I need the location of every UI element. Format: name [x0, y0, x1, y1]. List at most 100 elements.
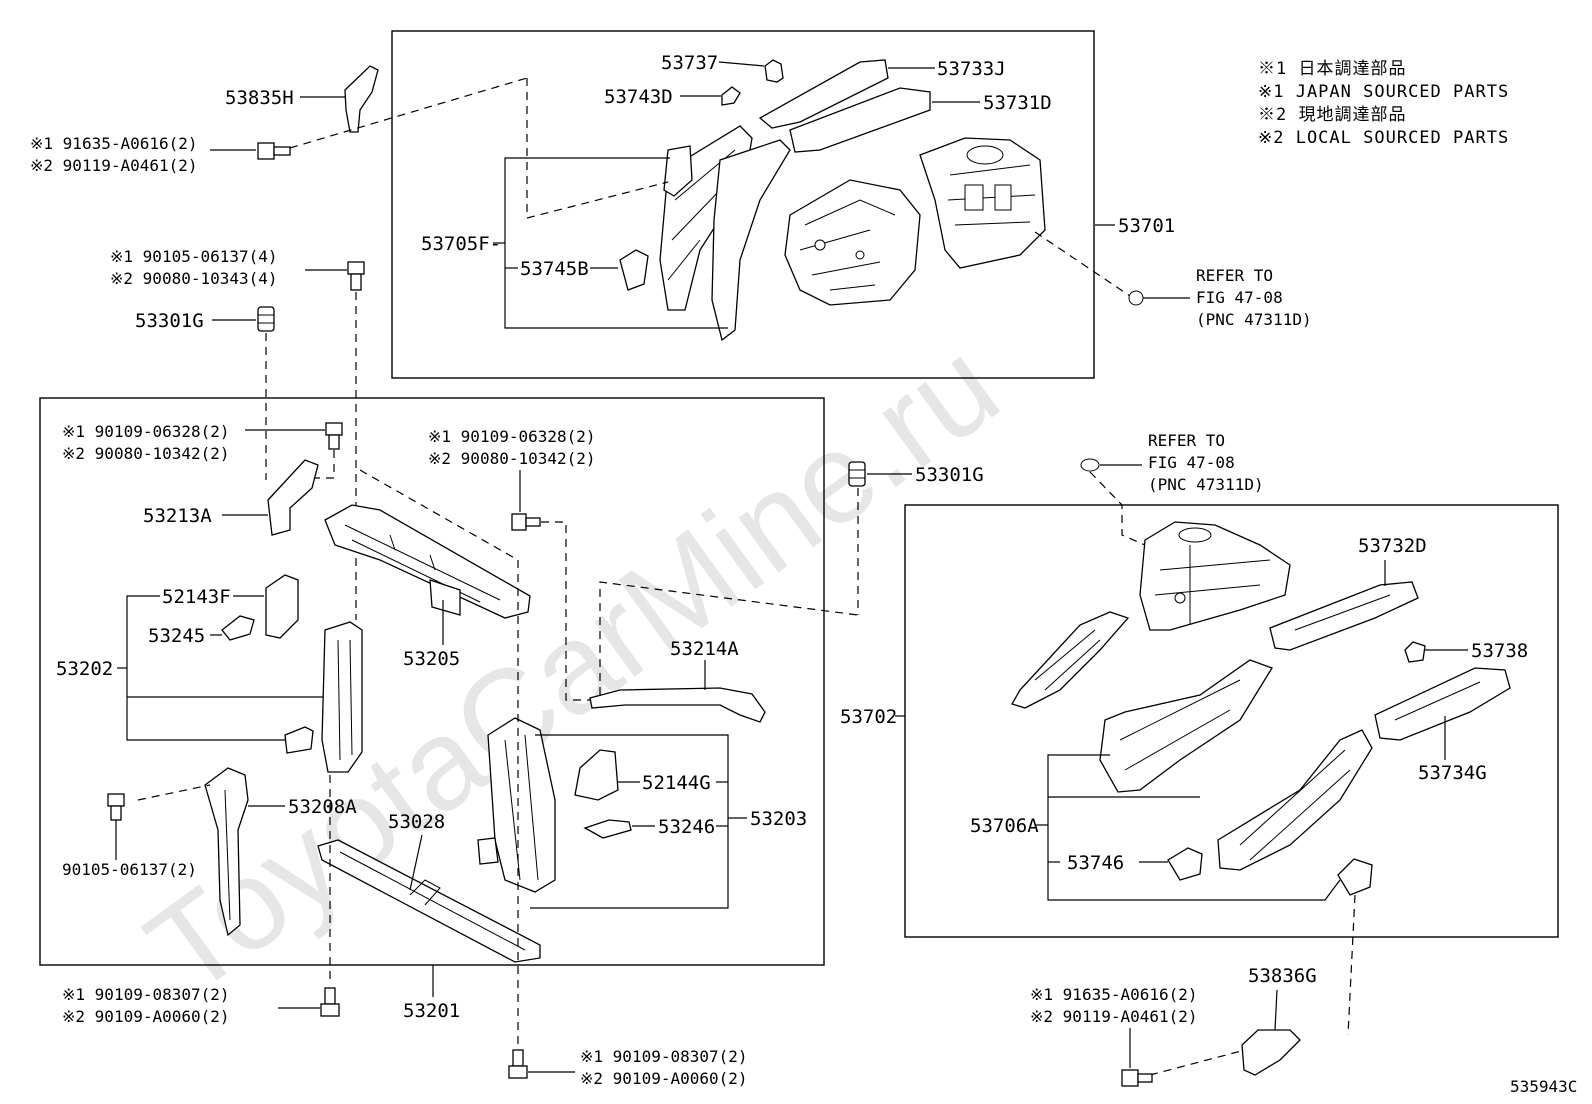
- bolt-label-91635: ※1 91635-A0616(2): [30, 134, 198, 153]
- part-label-53733j: 53733J: [937, 58, 1006, 80]
- wheelhouse-assembly: [784, 179, 921, 306]
- bolt-icon: [107, 793, 125, 821]
- part-label-53203: 53203: [750, 808, 807, 830]
- part-label-53028: 53028: [388, 811, 445, 833]
- bolt-label-90080-10342-a: ※2 90080-10342(2): [62, 444, 230, 463]
- bolt-label-90105-06137-2: 90105-06137(2): [62, 860, 197, 879]
- apron-outer-panel: [711, 139, 791, 342]
- nut-icon: [1080, 458, 1100, 472]
- part-label-53705f: 53705F-: [421, 233, 501, 255]
- bracket-53245: [221, 615, 255, 641]
- part-label-53702: 53702: [840, 706, 897, 728]
- bracket-53835h: [344, 65, 379, 133]
- part-label-52143f: 52143F: [162, 586, 231, 608]
- part-label-53201: 53201: [403, 1000, 460, 1022]
- part-label-53213a: 53213A: [143, 505, 212, 527]
- refer-pnc-right: (PNC 47311D): [1148, 475, 1264, 494]
- bracket-52144g: [574, 749, 619, 801]
- diagram-id: 535943C: [1510, 1077, 1577, 1096]
- bracket-53743d: [721, 86, 741, 106]
- rail-53731d: [789, 87, 931, 153]
- part-label-52144g: 52144G: [642, 772, 711, 794]
- bolt-label-90080: ※2 90080-10343(4): [110, 269, 278, 288]
- lower-member-right: [1217, 729, 1373, 871]
- part-label-53836g: 53836G: [1248, 965, 1317, 987]
- bolt-label-90105: ※1 90105-06137(4): [110, 247, 278, 266]
- legend-line-2: ※1 JAPAN SOURCED PARTS: [1258, 82, 1509, 102]
- legend-line-1: ※1 日本調達部品: [1258, 59, 1406, 79]
- part-label-53701: 53701: [1118, 215, 1175, 237]
- refer-fig-top: FIG 47-08: [1196, 288, 1283, 307]
- part-label-53732d: 53732D: [1358, 535, 1427, 557]
- bolt-icon: [347, 261, 365, 291]
- bolt-icon: [325, 422, 343, 450]
- suspension-tower-right: [1139, 521, 1291, 631]
- rail-53732d: [1269, 581, 1419, 651]
- bolt-label-90109-A0060-b: ※2 90109-A0060(2): [580, 1069, 748, 1088]
- bracket-53836g: [1241, 1029, 1301, 1076]
- legend-line-4: ※2 LOCAL SOURCED PARTS: [1258, 128, 1509, 148]
- part-label-53245: 53245: [148, 625, 205, 647]
- refer-pnc-top: (PNC 47311D): [1196, 310, 1312, 329]
- part-label-53745b: 53745B: [520, 258, 589, 280]
- part-label-53738: 53738: [1471, 640, 1528, 662]
- part-label-53205: 53205: [403, 648, 460, 670]
- part-label-53835h: 53835H: [225, 87, 294, 109]
- bolt-label-90109-08307-b: ※1 90109-08307(2): [580, 1047, 748, 1066]
- part-label-53734g: 53734G: [1418, 762, 1487, 784]
- group-box-53201: [39, 397, 825, 966]
- group-box-53702: [904, 504, 1559, 938]
- group-box-53701: [391, 30, 1095, 379]
- bolt-label-90119: ※2 90119-A0461(2): [30, 156, 198, 175]
- nut-icon: [1128, 290, 1144, 306]
- clip-53737: [764, 59, 784, 83]
- apron-center-right: [1099, 659, 1273, 793]
- rail-53733j: [758, 59, 889, 129]
- bolt-icon: [508, 1049, 528, 1079]
- bolt-label-90109-06328-a: ※1 90109-06328(2): [62, 422, 230, 441]
- bracket-small-left: [284, 726, 314, 754]
- part-label-53301g-left: 53301G: [135, 310, 204, 332]
- part-label-53746: 53746: [1067, 852, 1124, 874]
- bracket-small-right: [1337, 858, 1373, 896]
- tab-plate: [477, 837, 499, 865]
- part-label-53706a: 53706A: [970, 815, 1039, 837]
- center-brace: [429, 579, 461, 616]
- support-vertical-right: [487, 717, 556, 893]
- support-vertical-left: [321, 621, 363, 773]
- bracket-52143f: [265, 574, 299, 639]
- bolt-label-90109-08307-a: ※1 90109-08307(2): [62, 985, 230, 1004]
- bracket-53746: [1167, 847, 1203, 881]
- grommet-icon: [848, 461, 866, 487]
- bolt-label-90080-10342-b: ※2 90080-10342(2): [428, 449, 596, 468]
- bolt-label-90119-right: ※2 90119-A0461(2): [1030, 1007, 1198, 1026]
- part-label-53743d: 53743D: [604, 86, 673, 108]
- part-label-53731d: 53731D: [983, 92, 1052, 114]
- legend-line-3: ※2 現地調達部品: [1258, 105, 1406, 125]
- support-53208a: [204, 767, 249, 937]
- refer-fig-right: FIG 47-08: [1148, 453, 1235, 472]
- refer-text-top: REFER TO: [1196, 266, 1273, 285]
- bracket-53213a: [267, 459, 319, 536]
- watermark: ToyotaCarMine.ru: [122, 313, 1023, 1022]
- bolt-icon: [320, 987, 340, 1017]
- bolt-icon: [257, 142, 291, 160]
- bolt-icon: [511, 513, 541, 531]
- grommet-icon: [257, 306, 275, 332]
- apron-bracket-right: [1011, 611, 1130, 709]
- bolt-label-90109-A0060-a: ※2 90109-A0060(2): [62, 1007, 230, 1026]
- bolt-label-90109-06328-b: ※1 90109-06328(2): [428, 427, 596, 446]
- bracket-53246: [583, 819, 632, 839]
- part-label-53208a: 53208A: [288, 796, 357, 818]
- part-label-53246: 53246: [658, 816, 715, 838]
- bolt-label-91635-right: ※1 91635-A0616(2): [1030, 985, 1198, 1004]
- rail-53734g: [1374, 667, 1511, 741]
- refer-text-right: REFER TO: [1148, 431, 1225, 450]
- part-label-53301g-right: 53301G: [915, 464, 984, 486]
- bar-53214a: [589, 687, 766, 723]
- bracket-53745b: [619, 249, 649, 291]
- clip-53738: [1404, 641, 1426, 663]
- part-label-53202: 53202: [56, 658, 113, 680]
- part-label-53214a: 53214A: [670, 638, 739, 660]
